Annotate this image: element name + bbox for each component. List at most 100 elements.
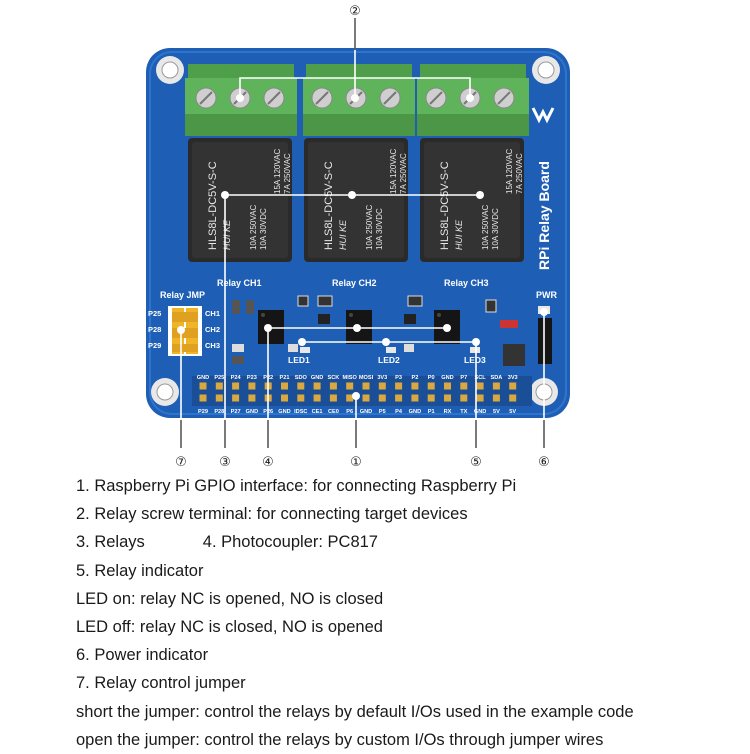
gpio-label-bottom: 5V bbox=[509, 409, 516, 415]
gpio-pin bbox=[232, 382, 240, 390]
logo-icon bbox=[531, 107, 555, 124]
relay-rating-label: 10A 250VAC bbox=[249, 205, 258, 250]
relay-ch2: HLS8L-DC5V-S-C HUI KE 10A 250VAC 10A 30V… bbox=[304, 138, 408, 262]
gpio-label-top: P3 bbox=[395, 375, 402, 381]
callout-7: ⑦ bbox=[175, 455, 187, 470]
gpio-pin bbox=[395, 394, 403, 402]
gpio-label-bottom: IDSC bbox=[294, 409, 307, 415]
gpio-pin bbox=[281, 394, 288, 402]
legend-item-led-off: LED off: relay NC is closed, NO is opene… bbox=[76, 617, 383, 636]
legend-item-gpio: 1. Raspberry Pi GPIO interface: for conn… bbox=[76, 477, 517, 495]
jumper-channel-label: CH2 bbox=[205, 325, 220, 334]
gpio-pin bbox=[444, 382, 451, 390]
callout-1: ① bbox=[350, 455, 362, 470]
relay-channel-label: Relay CH1 bbox=[217, 278, 262, 288]
gpio-pin bbox=[362, 394, 370, 402]
gpio-pin bbox=[281, 382, 288, 390]
gpio-label-top: SCK bbox=[327, 375, 339, 381]
gpio-pin bbox=[378, 382, 386, 390]
relay-board-diagram: HLS8L-DC5V-S-C HUI KE 10A 250VAC 10A 30V… bbox=[146, 4, 570, 470]
gpio-pin bbox=[248, 382, 256, 390]
gpio-pin bbox=[297, 394, 305, 402]
gpio-pin bbox=[346, 382, 354, 390]
gpio-label-bottom: P1 bbox=[428, 409, 435, 415]
led-label: LED1 bbox=[288, 355, 310, 365]
led-indicator bbox=[470, 347, 480, 353]
power-inductor bbox=[503, 344, 525, 366]
gpio-pin bbox=[378, 394, 386, 402]
jumper-channel-label: CH1 bbox=[205, 309, 220, 318]
gpio-pin bbox=[476, 382, 484, 390]
transistor bbox=[318, 314, 330, 324]
gpio-pin bbox=[199, 382, 207, 390]
jumper-pin-label: P29 bbox=[148, 341, 161, 350]
gpio-pin bbox=[346, 394, 354, 402]
legend: 1. Raspberry Pi GPIO interface: for conn… bbox=[76, 472, 736, 754]
gpio-label-bottom: CE1 bbox=[312, 409, 323, 415]
gpio-pin bbox=[492, 394, 500, 402]
jumper-channel-label: CH3 bbox=[205, 341, 220, 350]
callout-2: ② bbox=[349, 4, 361, 19]
callout-dots bbox=[177, 94, 548, 400]
gpio-pin bbox=[313, 394, 321, 402]
gpio-pin bbox=[362, 382, 370, 390]
mounting-hole bbox=[532, 56, 560, 84]
gpio-label-bottom: CE0 bbox=[328, 409, 339, 415]
gpio-label-top: P7 bbox=[460, 375, 467, 381]
power-diode bbox=[538, 318, 552, 364]
legend-item-led-on: LED on: relay NC is opened, NO is closed bbox=[76, 589, 384, 608]
gpio-label-top: P0 bbox=[428, 375, 435, 381]
relay-rating-label: 7A 250VAC bbox=[399, 153, 408, 194]
led-indicator bbox=[300, 347, 310, 353]
gpio-pin bbox=[313, 382, 321, 390]
relay-rating-label: 7A 250VAC bbox=[515, 153, 524, 194]
gpio-label-bottom: P6 bbox=[346, 409, 353, 415]
gpio-pin bbox=[411, 382, 419, 390]
gpio-label-top: SCL bbox=[475, 375, 487, 381]
screw-terminal-ch1 bbox=[185, 64, 297, 136]
relay-model-label: HLS8L-DC5V-S-C bbox=[439, 161, 451, 250]
gpio-label-bottom: 5V bbox=[493, 409, 500, 415]
gpio-label-bottom: P27 bbox=[231, 409, 241, 415]
gpio-pin bbox=[427, 382, 435, 390]
gpio-pin bbox=[199, 394, 207, 402]
gpio-label-top: 3V3 bbox=[377, 375, 387, 381]
callout-lines-outer bbox=[180, 18, 545, 448]
transistor bbox=[404, 314, 416, 324]
screw-terminal-ch3 bbox=[417, 64, 529, 136]
relay-model-label: HLS8L-DC5V-S-C bbox=[323, 161, 335, 250]
relay-rating-label: 15A 120VAC bbox=[389, 149, 398, 194]
led-label: LED3 bbox=[464, 355, 486, 365]
gpio-pin bbox=[411, 394, 419, 402]
relay-brand-label: HUI KE bbox=[338, 219, 348, 250]
relay-control-jumper[interactable] bbox=[168, 306, 202, 356]
gpio-pin bbox=[427, 394, 435, 402]
callout-4: ④ bbox=[262, 455, 274, 470]
gpio-label-bottom: GND bbox=[474, 409, 486, 415]
board-title: RPi Relay Board bbox=[536, 161, 552, 270]
relay-brand-label: HUI KE bbox=[222, 219, 232, 250]
gpio-label-top: GND bbox=[441, 375, 453, 381]
gpio-label-bottom: GND bbox=[246, 409, 258, 415]
relay-rating-label: 10A 250VAC bbox=[481, 205, 490, 250]
relay-rating-label: 15A 120VAC bbox=[505, 149, 514, 194]
gpio-pin bbox=[395, 382, 403, 390]
mounting-hole bbox=[151, 378, 179, 406]
gpio-label-bottom: P5 bbox=[379, 409, 386, 415]
gpio-label-bottom: P28 bbox=[214, 409, 224, 415]
relay-ch3: HLS8L-DC5V-S-C HUI KE 10A 250VAC 10A 30V… bbox=[420, 138, 524, 262]
gpio-pin bbox=[215, 382, 223, 390]
gpio-pin bbox=[460, 394, 468, 402]
gpio-pin bbox=[297, 382, 305, 390]
gpio-pin bbox=[444, 394, 451, 402]
relay-rating-label: 10A 30VDC bbox=[259, 208, 268, 250]
gpio-label-top: P25 bbox=[214, 375, 224, 381]
gpio-label-bottom: TX bbox=[460, 409, 467, 415]
legend-item-jumper-short: short the jumper: control the relays by … bbox=[76, 702, 634, 721]
led-label: LED2 bbox=[378, 355, 400, 365]
gpio-label-bottom: GND bbox=[278, 409, 290, 415]
gpio-pin bbox=[248, 394, 256, 402]
gpio-label-bottom: RX bbox=[444, 409, 452, 415]
gpio-pin bbox=[460, 382, 468, 390]
